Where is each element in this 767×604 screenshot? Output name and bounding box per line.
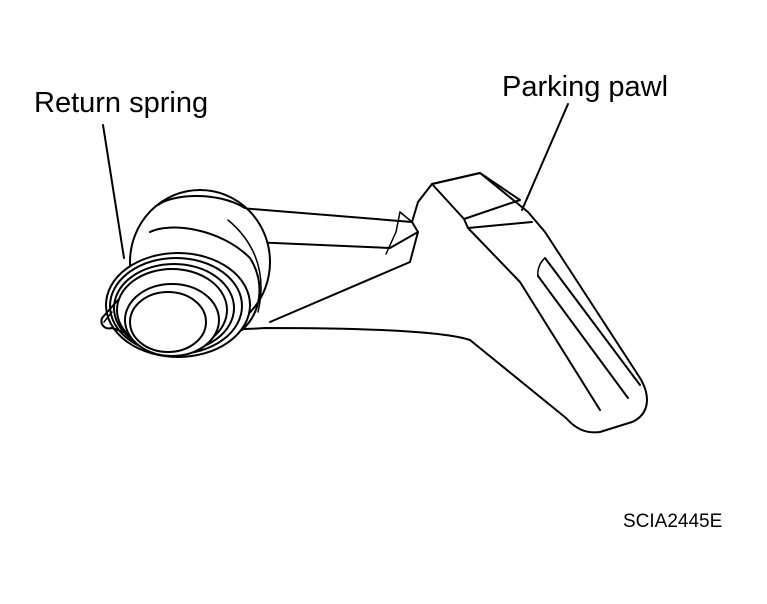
pawl-arm-groove-upper <box>544 257 641 386</box>
spring-hook-inner <box>103 311 113 323</box>
pawl-neck-ridge-lower <box>269 231 419 323</box>
parking-pawl-arm <box>164 172 648 434</box>
pawl-neck-bevel <box>399 211 413 223</box>
pawl-tooth-top-face <box>431 172 521 220</box>
hub-inner-ring <box>149 226 261 331</box>
pawl-neck-ridge-upper <box>204 221 419 249</box>
hub-ring-shadow <box>227 219 262 313</box>
pivot-bore <box>124 283 220 357</box>
return-spring-label: Return spring <box>34 87 209 119</box>
pawl-arm-groove-lower <box>537 275 629 399</box>
hub-top-flange <box>157 195 246 209</box>
leader-line-return-spring <box>102 124 125 259</box>
pawl-arm-top-edge <box>467 227 601 411</box>
parking-pawl-label: Parking pawl <box>502 71 669 103</box>
pawl-arm-groove-cap <box>537 257 546 277</box>
pawl-arm-outline <box>164 172 648 434</box>
bore-inner-rim <box>129 291 207 353</box>
leader-line-parking-pawl <box>521 103 569 211</box>
spring-hook-end <box>100 299 133 336</box>
bore-outer-rim <box>124 283 220 357</box>
figure-reference-code: SCIA2445E <box>623 511 723 532</box>
pawl-neck-inner-line <box>385 211 401 255</box>
